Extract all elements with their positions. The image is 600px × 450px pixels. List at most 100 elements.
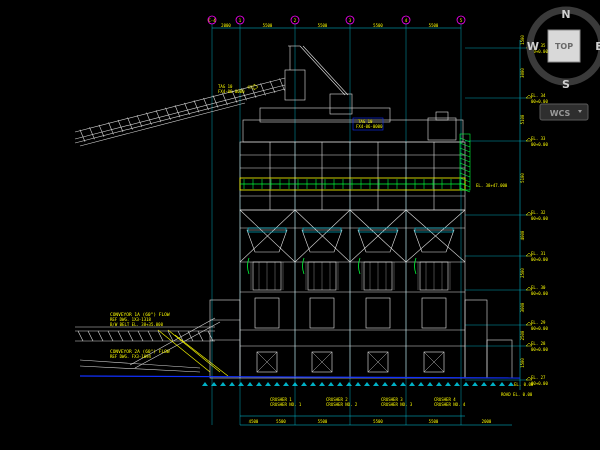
- compass-south[interactable]: S: [562, 78, 570, 91]
- truss-member: [108, 122, 114, 135]
- truss-member: [137, 330, 144, 342]
- compass-west[interactable]: W: [527, 40, 539, 53]
- elevation-name: EL. 35: [531, 43, 546, 48]
- elevation-name: EL. 32: [531, 210, 546, 215]
- grade-hatch-icon: [238, 382, 244, 386]
- wcs-menu[interactable]: WCS: [539, 103, 589, 121]
- frame-brace: [239, 209, 296, 263]
- compass-east[interactable]: E: [595, 40, 600, 53]
- grade-hatch-icon: [220, 382, 226, 386]
- grid-bubble-label: C-4: [208, 18, 216, 23]
- elevation-value: 00+0.00: [531, 216, 548, 221]
- stair-tread: [459, 152, 471, 158]
- viewcube-top-face[interactable]: [547, 29, 581, 63]
- truss-member: [184, 102, 190, 115]
- discharge-cross: [423, 351, 445, 373]
- viewcube[interactable]: TOP N S W E: [526, 6, 600, 91]
- grade-hatch-icon: [364, 382, 370, 386]
- grade-hatch-icon: [508, 382, 514, 386]
- crusher-discharge: [256, 351, 278, 373]
- chute-label-3-sub: CRUSHER NO. 3: [381, 402, 413, 407]
- right-dimension-value: 5100: [520, 173, 525, 183]
- grid-bubble-label: 3: [349, 18, 352, 23]
- grade-hatch-icon: [400, 382, 406, 386]
- truss-member: [165, 107, 171, 120]
- truss-member: [193, 100, 200, 113]
- truss-member: [79, 129, 86, 142]
- elevation-name: EL. 33: [531, 136, 546, 141]
- grade-hatch-icon: [274, 382, 280, 386]
- grade-hatch-icon: [418, 382, 424, 386]
- stair-tread: [459, 172, 471, 178]
- truss-member: [136, 114, 143, 128]
- chevron-down-icon: [578, 110, 582, 113]
- grade-hatch-icon: [373, 382, 379, 386]
- grade-hatch-icon: [490, 382, 496, 386]
- conveyor-note-2: CONVEYOR 2A (60") FLOW REF DWG. FX3-1094: [110, 349, 170, 359]
- chute-labels: CRUSHER 1 CRUSHER NO. 1 CRUSHER 2 CRUSHE…: [270, 397, 466, 407]
- foundation-grade: [79, 375, 521, 386]
- top-tag: TAG 10 FX4-06-0000: [218, 83, 259, 94]
- truss-member: [231, 90, 238, 103]
- elevation-value: 00+0.00: [531, 326, 548, 331]
- crusher-discharge: [423, 351, 445, 373]
- frame-brace: [294, 209, 351, 263]
- truss-member: [87, 330, 94, 342]
- grade-hatch-icon: [328, 382, 334, 386]
- stair-tread: [459, 167, 471, 173]
- grade-hatch-icon: [481, 382, 487, 386]
- crusher-motor: [254, 297, 280, 329]
- grid-bubble-label: 1: [239, 18, 242, 23]
- viewcube-face-label: TOP: [555, 42, 573, 51]
- grade-hatch-icon: [454, 382, 460, 386]
- stair-tread: [459, 162, 471, 168]
- elevation-name: EL. 34: [531, 93, 546, 98]
- frame-brace: [405, 209, 466, 263]
- elevation-name: EL. 29: [531, 320, 546, 325]
- compass-north[interactable]: N: [561, 8, 570, 21]
- grade-hatch-icon: [256, 382, 262, 386]
- chute-label-2: CRUSHER 2 CRUSHER NO. 2: [326, 397, 358, 407]
- truss-member: [260, 83, 266, 96]
- elevation-triangle-icon: [525, 137, 533, 142]
- elevation-name: EL. 31: [531, 251, 546, 256]
- truss-member: [157, 330, 164, 342]
- elevation-triangle-icon: [525, 94, 533, 99]
- elevation-value: 00+0.00: [531, 49, 548, 54]
- crusher-hopper: [246, 229, 288, 253]
- truss-member: [197, 330, 204, 342]
- grade-hatch-icon: [265, 382, 271, 386]
- truss-member: [177, 330, 184, 342]
- elevation-triangle-icon: [525, 376, 533, 381]
- grade-hatch-icon: [211, 382, 217, 386]
- feed-plate: [247, 227, 287, 233]
- wcs-label: WCS: [550, 109, 571, 118]
- stair-tread: [459, 177, 471, 183]
- top-dimension-value: 5500: [318, 23, 328, 28]
- truss-member: [155, 110, 162, 123]
- chute-label-1-sub: CRUSHER NO. 1: [270, 402, 302, 407]
- elevation-value: 00+0.00: [531, 99, 548, 104]
- conveyor-note-2-title: CONVEYOR 2A (60") FLOW: [110, 349, 170, 355]
- grade-hatch-icon: [283, 382, 289, 386]
- conveyor-note-2-line-1: REF DWG. FX3-1094: [110, 354, 152, 359]
- elevation-value: 00+0.00: [531, 142, 548, 147]
- top-tag-title: TAG 10: [218, 84, 233, 89]
- truss-member: [279, 78, 285, 91]
- grade-hatch-icon: [310, 382, 316, 386]
- truss-member: [117, 119, 124, 133]
- elevation-triangle-icon: [525, 286, 533, 291]
- right-dimension-value: 1500: [520, 358, 525, 368]
- grade-hatch-icon: [301, 382, 307, 386]
- conveyor-support-legs: [157, 329, 229, 377]
- upper-conveyor: [74, 77, 286, 147]
- truss-member: [212, 95, 219, 108]
- conveyor-note-1: CONVEYOR 1A (60") FLOW REF DWG. 1X3-1318…: [110, 312, 170, 327]
- elevation-triangle-icon: [525, 252, 533, 257]
- grade-hatch-icon: [202, 382, 208, 386]
